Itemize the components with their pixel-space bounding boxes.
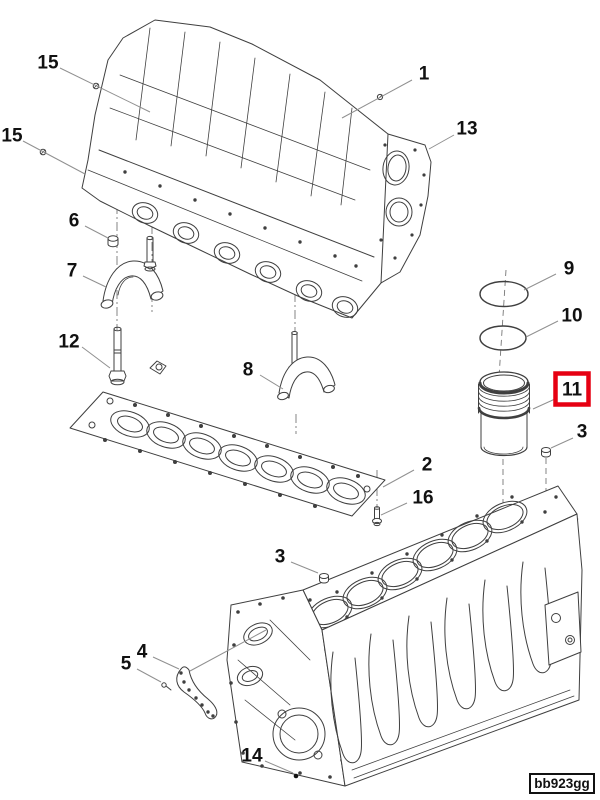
part-number-label: 16 bbox=[412, 488, 433, 509]
side-wall bbox=[321, 513, 583, 787]
part-number-label: 4 bbox=[137, 642, 148, 663]
callout-11[interactable]: 11 bbox=[532, 371, 591, 410]
bolt-16 bbox=[372, 506, 382, 527]
bearing-cap-7 bbox=[100, 235, 164, 309]
main-bolt-12 bbox=[108, 326, 127, 386]
cup-plug-3-right bbox=[541, 447, 551, 458]
leader-line bbox=[84, 225, 109, 239]
leader-line bbox=[382, 469, 415, 488]
part-number-label: 2 bbox=[422, 455, 433, 476]
part-number-label: 8 bbox=[243, 360, 254, 381]
callout-14[interactable]: 14 bbox=[241, 746, 294, 774]
part-number-label: 14 bbox=[241, 746, 263, 767]
leader-line bbox=[82, 275, 107, 288]
leader-line bbox=[341, 79, 413, 119]
part-number-label: 7 bbox=[67, 261, 78, 282]
leader-line bbox=[59, 67, 151, 113]
part-number-label: 9 bbox=[564, 259, 575, 280]
callout-4[interactable]: 4 bbox=[137, 642, 180, 670]
leader-line bbox=[532, 398, 556, 410]
callout-6[interactable]: 6 bbox=[69, 211, 109, 239]
leader-line bbox=[525, 320, 559, 338]
leader-line bbox=[81, 346, 111, 369]
callout-8[interactable]: 8 bbox=[243, 360, 284, 390]
part-number-label: 3 bbox=[275, 547, 286, 568]
leader-line bbox=[290, 561, 319, 574]
part-number-label: 11 bbox=[562, 380, 583, 401]
lower-engine-block-art bbox=[226, 485, 583, 787]
pin-14 bbox=[293, 773, 299, 779]
leader-line bbox=[259, 374, 284, 390]
bedplate-art bbox=[69, 360, 386, 517]
gasket-strip-4 bbox=[176, 629, 267, 720]
part-number-label: 15 bbox=[37, 53, 59, 74]
callout-10[interactable]: 10 bbox=[525, 306, 583, 338]
leader-line bbox=[22, 140, 86, 175]
part-number-label: 15 bbox=[1, 126, 23, 147]
part-number-label: 10 bbox=[561, 306, 582, 327]
callout-3[interactable]: 3 bbox=[550, 422, 588, 449]
leader-line bbox=[152, 656, 180, 670]
part-number-label: 13 bbox=[456, 119, 477, 140]
cup-plug-3-left bbox=[319, 573, 329, 584]
leader-line bbox=[264, 760, 294, 774]
part-number-label: 6 bbox=[69, 211, 80, 232]
callout-9[interactable]: 9 bbox=[523, 259, 575, 291]
part-number-label: 3 bbox=[577, 422, 588, 443]
callout-2[interactable]: 2 bbox=[382, 455, 433, 488]
cup-plug-6 bbox=[107, 235, 119, 248]
flywheel-end-face bbox=[379, 133, 426, 284]
callout-3[interactable]: 3 bbox=[275, 547, 319, 574]
bearing-cap-8 bbox=[277, 331, 336, 401]
cylinder-liner-11 bbox=[477, 371, 531, 457]
leader-line bbox=[428, 134, 455, 150]
callout-7[interactable]: 7 bbox=[67, 261, 107, 288]
front-face bbox=[226, 589, 346, 787]
callout-12[interactable]: 12 bbox=[58, 332, 111, 369]
part-code-badge: bb923gg bbox=[529, 773, 595, 794]
leader-line bbox=[523, 273, 557, 291]
liner-seal-ring-10 bbox=[479, 325, 527, 351]
leader-line bbox=[136, 668, 162, 683]
callout-1[interactable]: 1 bbox=[341, 64, 430, 119]
part-number-label: 5 bbox=[121, 654, 132, 675]
callout-16[interactable]: 16 bbox=[380, 488, 434, 516]
leader-line bbox=[550, 437, 574, 449]
callout-15[interactable]: 15 bbox=[37, 53, 151, 113]
part-number-label: 1 bbox=[419, 64, 430, 85]
callout-13[interactable]: 13 bbox=[428, 119, 478, 150]
liner-seal-ring-9 bbox=[479, 280, 529, 308]
callout-5[interactable]: 5 bbox=[121, 654, 162, 683]
highlight-box bbox=[553, 371, 591, 407]
part-number-label: 12 bbox=[58, 332, 79, 353]
callout-15[interactable]: 15 bbox=[1, 126, 86, 175]
leader-line bbox=[380, 502, 408, 516]
screw-5 bbox=[161, 682, 172, 691]
upper-engine-block-art bbox=[81, 19, 432, 319]
